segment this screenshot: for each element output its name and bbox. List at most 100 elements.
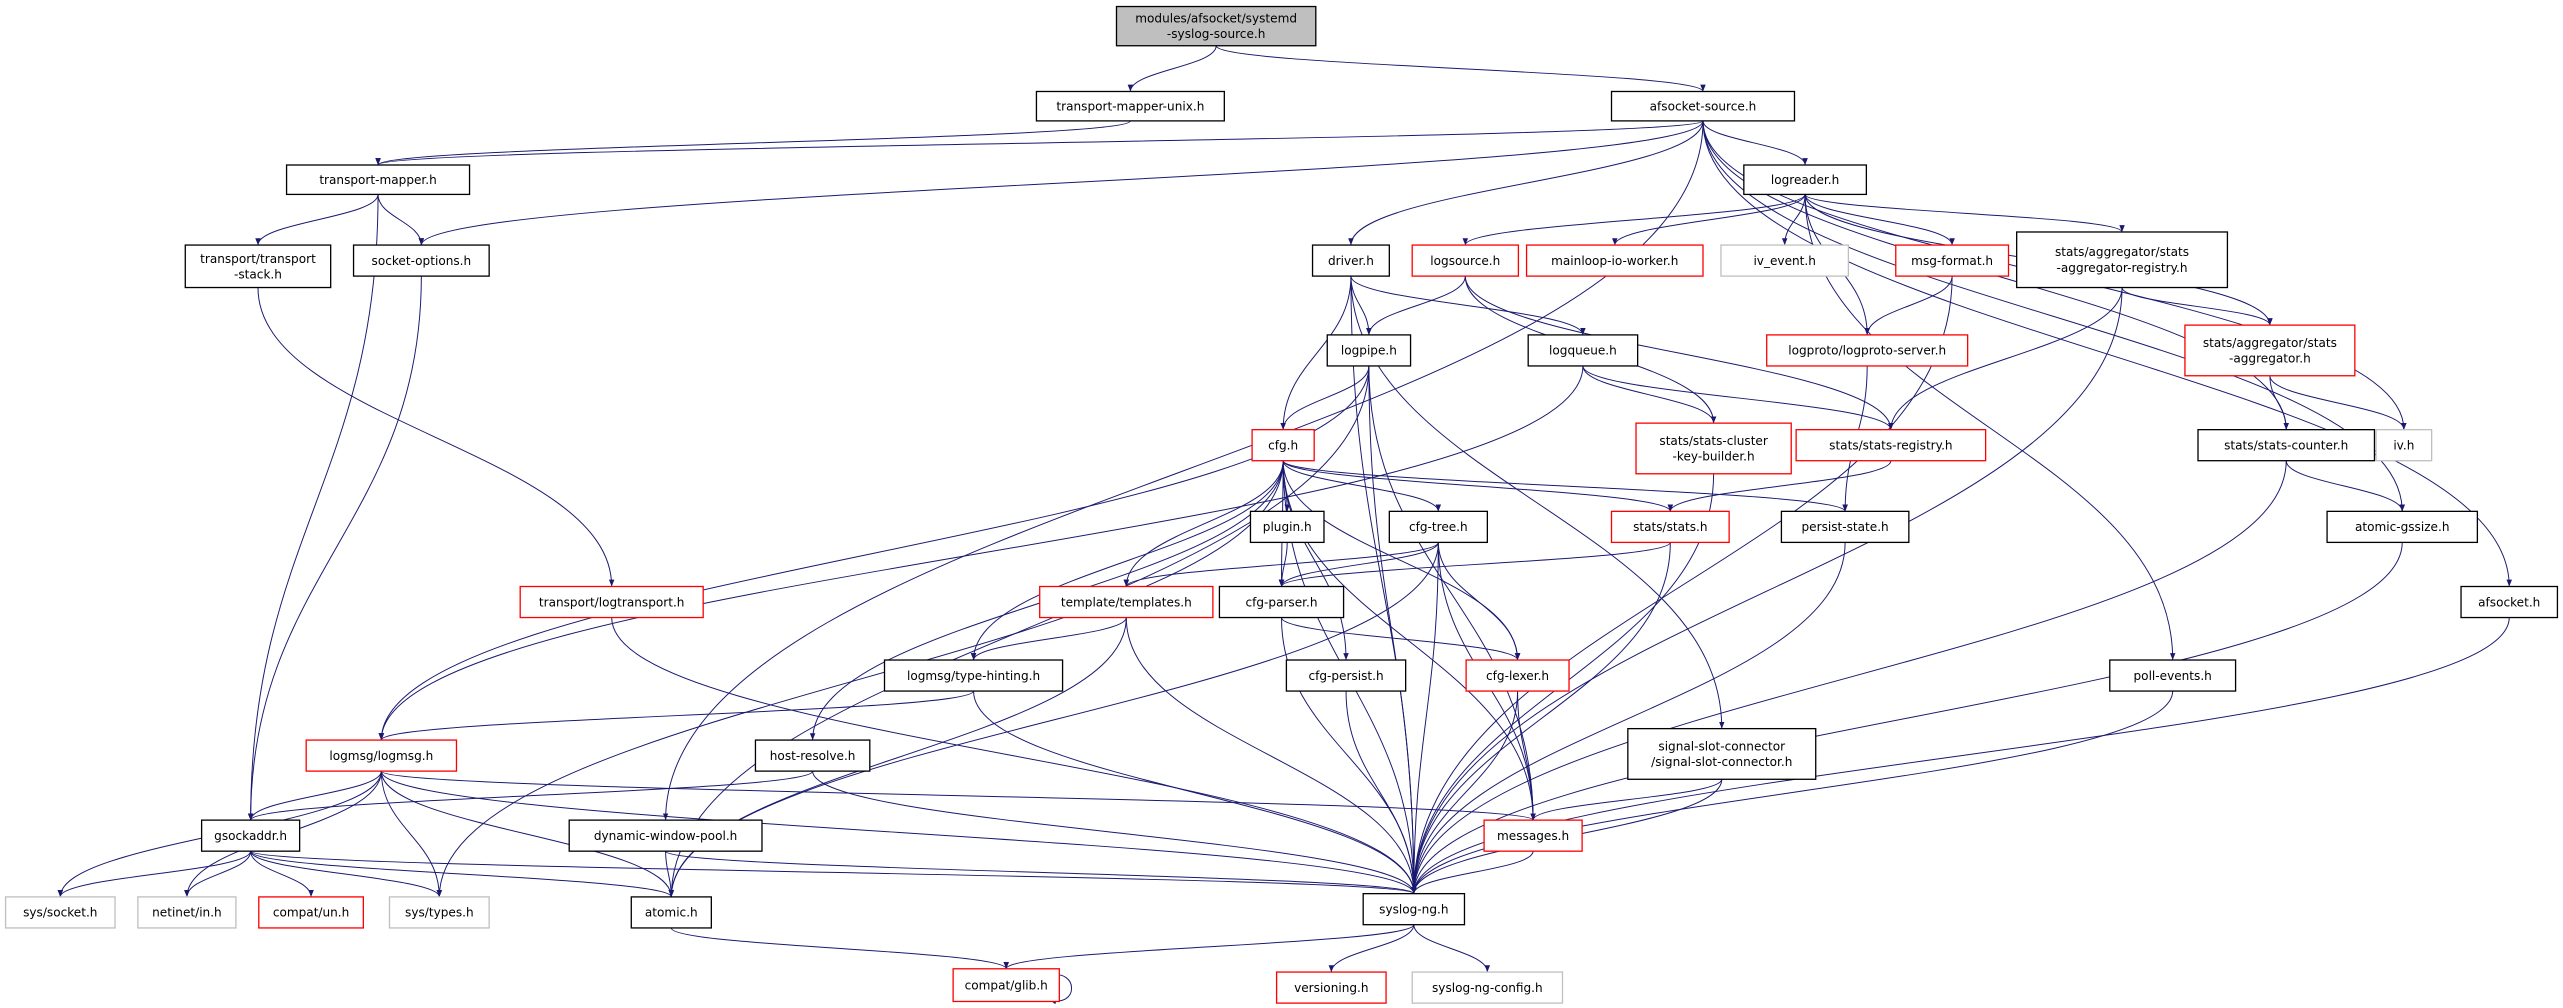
node-label: -key-builder.h xyxy=(1673,449,1755,463)
node-lpserver[interactable]: logproto/logproto-server.h xyxy=(1766,334,1969,367)
edge-pollev-to-syslogng xyxy=(1411,691,2174,894)
node-logtransport[interactable]: transport/logtransport.h xyxy=(519,585,704,619)
node-glib[interactable]: compat/glib.h xyxy=(952,968,1060,1003)
edge-cfg-to-cfgtree xyxy=(1282,460,1442,512)
node-box xyxy=(352,244,490,277)
edge-driver-to-logqueue xyxy=(1350,275,1586,336)
edge-typehint-to-logmsg xyxy=(378,690,975,741)
edge-aggreg-to-aggr xyxy=(2121,287,2273,326)
node-sreg[interactable]: stats/stats-registry.h xyxy=(1795,429,1987,462)
node-box xyxy=(1483,819,1583,852)
node-box xyxy=(1388,510,1489,544)
node-box xyxy=(1311,244,1390,277)
edge-syslogng-to-versioning xyxy=(1328,924,1415,973)
node-msgformat[interactable]: msg-format.h xyxy=(1895,244,2010,277)
node-box xyxy=(1285,659,1407,692)
node-pollev[interactable]: poll-events.h xyxy=(2109,659,2237,692)
node-box xyxy=(1411,244,1520,277)
node-afss[interactable]: afsocket-source.h xyxy=(1610,90,1796,122)
node-box xyxy=(1627,727,1817,780)
node-cfg[interactable]: cfg.h xyxy=(1251,429,1315,462)
edge-scounter-to-agssize xyxy=(2285,460,2405,512)
edge-hostres-to-gsock xyxy=(248,770,814,821)
edge-gsock-to-systypes xyxy=(250,850,443,898)
edge-root-to-tmu xyxy=(1127,45,1217,92)
node-aggr[interactable]: stats/aggregator/stats-aggregator.h xyxy=(2184,324,2356,377)
node-messages[interactable]: messages.h xyxy=(1483,819,1583,852)
node-syslogng[interactable]: syslog-ng.h xyxy=(1362,892,1466,926)
node-label: -aggregator-registry.h xyxy=(2057,261,2188,275)
node-label: stats/aggregator/stats xyxy=(2203,336,2337,350)
node-cfglexer[interactable]: cfg-lexer.h xyxy=(1465,659,1570,692)
node-agssize[interactable]: atomic-gssize.h xyxy=(2326,510,2479,544)
node-label: gsockaddr.h xyxy=(214,829,287,843)
edge-logmsg-to-atomic xyxy=(380,771,675,897)
node-ssc[interactable]: signal-slot-connector/signal-slot-connec… xyxy=(1627,727,1817,780)
node-box xyxy=(1720,244,1850,277)
node-box xyxy=(4,896,116,929)
node-logreader[interactable]: logreader.h xyxy=(1743,164,1868,196)
node-box xyxy=(1795,429,1987,462)
edge-agssize-to-syslogng xyxy=(1411,542,2403,894)
node-compatun[interactable]: compat/un.h xyxy=(258,896,365,929)
edge-atomic-to-glib xyxy=(670,927,1009,970)
node-label: iv_event.h xyxy=(1753,254,1815,268)
edge-logqueue-to-ckb xyxy=(1582,365,1717,424)
edge-aggr-to-scounter xyxy=(2269,375,2289,430)
node-persist[interactable]: persist-state.h xyxy=(1780,510,1910,544)
edge-dwp-to-syslogng xyxy=(665,850,1417,895)
edge-logqueue-to-sreg xyxy=(1582,365,1894,430)
node-hostres[interactable]: host-resolve.h xyxy=(754,739,871,772)
node-tm[interactable]: transport-mapper.h xyxy=(285,164,471,196)
node-gsock[interactable]: gsockaddr.h xyxy=(200,819,301,852)
edge-logreader-to-ivevent xyxy=(1781,194,1806,246)
node-sockopt[interactable]: socket-options.h xyxy=(352,244,490,277)
edge-msgformat-to-lpserver xyxy=(1864,276,1953,335)
node-cfgpersist[interactable]: cfg-persist.h xyxy=(1285,659,1407,692)
node-atomic[interactable]: atomic.h xyxy=(630,896,712,929)
edge-cfg-to-typehint xyxy=(970,460,1284,661)
node-scounter[interactable]: stats/stats-counter.h xyxy=(2197,429,2376,462)
node-label: poll-events.h xyxy=(2134,669,2212,683)
node-label: compat/un.h xyxy=(273,906,349,920)
node-logpipe[interactable]: logpipe.h xyxy=(1326,334,1412,367)
edge-logreader-to-aggreg xyxy=(1804,193,2125,233)
node-templates[interactable]: template/templates.h xyxy=(1039,585,1214,619)
edge-logsource-to-sreg xyxy=(1464,276,1894,430)
node-logsource[interactable]: logsource.h xyxy=(1411,244,1520,277)
node-label: cfg-tree.h xyxy=(1409,520,1468,534)
node-tmu[interactable]: transport-mapper-unix.h xyxy=(1035,90,1225,122)
node-label: atomic.h xyxy=(645,906,698,920)
node-label: stats/aggregator/stats xyxy=(2055,245,2189,259)
node-logmsg[interactable]: logmsg/logmsg.h xyxy=(305,739,458,772)
node-typehint[interactable]: logmsg/type-hinting.h xyxy=(883,659,1064,692)
node-logqueue[interactable]: logqueue.h xyxy=(1527,334,1639,367)
node-versioning[interactable]: versioning.h xyxy=(1275,971,1387,1004)
node-dwp[interactable]: dynamic-window-pool.h xyxy=(568,819,763,852)
node-box xyxy=(519,585,704,619)
node-aggreg[interactable]: stats/aggregator/stats -aggregator-regist… xyxy=(2016,231,2229,289)
node-root[interactable]: modules/afsocket/systemd-syslog-source.h xyxy=(1115,5,1317,47)
edge-logreader-to-msgformat xyxy=(1804,194,1955,246)
edge-cfg-to-persist xyxy=(1282,460,1848,512)
edge-logtransport-to-syslogng xyxy=(611,617,1417,894)
edge-afss-to-driver xyxy=(1348,120,1704,246)
edge-driver-to-cfg xyxy=(1280,276,1352,430)
edge-sreg-to-stats xyxy=(1667,460,1892,512)
node-cfgtree[interactable]: cfg-tree.h xyxy=(1388,510,1489,544)
node-cfgparser[interactable]: cfg-parser.h xyxy=(1218,585,1345,619)
edge-cfgparser-to-syslogng xyxy=(1281,617,1417,894)
node-driver[interactable]: driver.h xyxy=(1311,244,1390,277)
node-label: cfg-parser.h xyxy=(1245,595,1317,609)
node-stats[interactable]: stats/stats.h xyxy=(1610,510,1730,544)
node-afsocket[interactable]: afsocket.h xyxy=(2460,585,2559,619)
edge-logreader-to-logsource xyxy=(1462,194,1806,246)
node-ckb[interactable]: stats/stats-cluster-key-builder.h xyxy=(1635,422,1792,475)
edge-gsock-to-atomic xyxy=(250,850,674,898)
node-mainloop[interactable]: mainloop-io-worker.h xyxy=(1525,244,1704,277)
node-label: sys/types.h xyxy=(405,906,474,920)
node-plugin[interactable]: plugin.h xyxy=(1249,510,1325,544)
edge-templates-to-typehint xyxy=(970,617,1127,661)
node-tstack[interactable]: transport/transport-stack.h xyxy=(184,244,332,289)
